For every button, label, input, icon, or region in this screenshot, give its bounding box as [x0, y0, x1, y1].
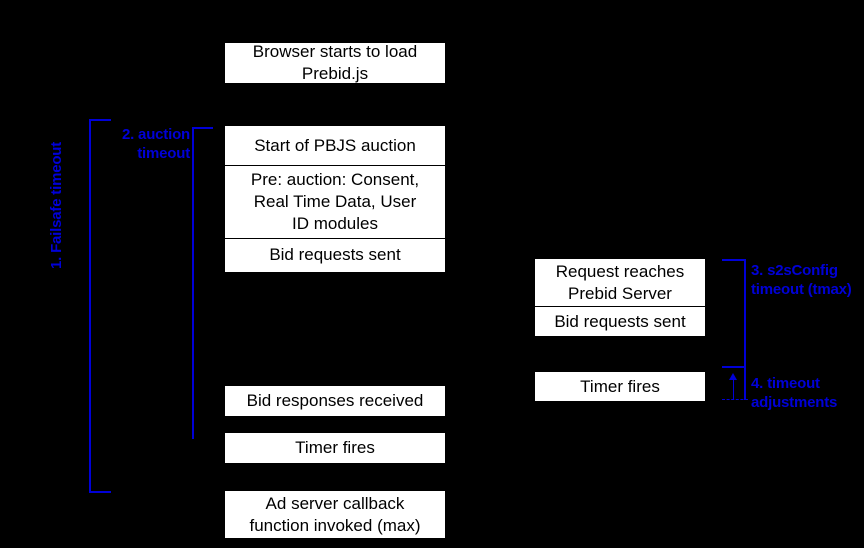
- bracket-failsafe-bottom-tick: [89, 491, 111, 493]
- bracket-adjustments-vertical: [744, 366, 746, 400]
- node-bid-requests-sent-server: Bid requests sent: [535, 307, 705, 336]
- label-s2sconfig-timeout: 3. s2sConfig timeout (tmax): [751, 262, 852, 298]
- node-timer-fires-client: Timer fires: [225, 433, 445, 463]
- node-ad-server-callback: Ad server callback function invoked (max…: [225, 491, 445, 538]
- node-group-auction: Start of PBJS auction Pre: auction: Cons…: [225, 126, 445, 272]
- bracket-s2s-top-tick: [722, 259, 746, 261]
- bracket-s2s-vertical: [744, 259, 746, 368]
- bracket-s2s-bottom-tick: [722, 366, 746, 368]
- node-request-reaches-prebid-server: Request reaches Prebid Server: [535, 259, 705, 307]
- node-timer-fires-server: Timer fires: [535, 372, 705, 401]
- label-timeout-adjustments: 4. timeout adjustments: [751, 375, 838, 411]
- node-start-of-pbjs-auction: Start of PBJS auction: [225, 126, 445, 166]
- bracket-auction-vertical: [192, 127, 194, 439]
- arrow-adjustments-head-icon: [729, 373, 737, 380]
- bracket-auction-top-tick: [192, 127, 213, 129]
- node-bid-requests-sent-client: Bid requests sent: [225, 239, 445, 271]
- arrow-adjustments-shaft: [733, 379, 734, 399]
- node-pre-auction-modules: Pre: auction: Consent, Real Time Data, U…: [225, 166, 445, 239]
- label-auction-timeout: 2. auction timeout: [121, 126, 190, 162]
- node-browser-load-prebid: Browser starts to load Prebid.js: [225, 42, 445, 83]
- bracket-failsafe-vertical: [89, 119, 91, 493]
- node-group-server: Request reaches Prebid Server Bid reques…: [535, 259, 705, 336]
- node-bid-responses-received: Bid responses received: [225, 386, 445, 416]
- label-failsafe-timeout: 1. Failsafe timeout: [48, 141, 65, 269]
- bracket-failsafe-top-tick: [89, 119, 111, 121]
- dashed-adjustments-baseline: [722, 399, 748, 400]
